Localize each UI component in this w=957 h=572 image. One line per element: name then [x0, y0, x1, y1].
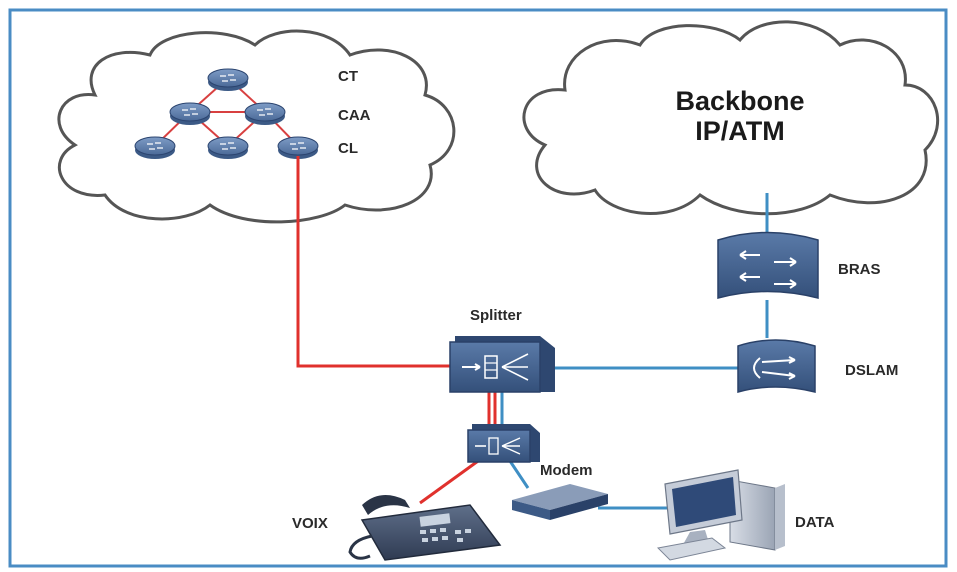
label-bras: BRAS [838, 261, 881, 278]
router-cl-2 [207, 136, 249, 159]
phone-device [348, 495, 502, 561]
label-splitter: Splitter [470, 307, 522, 324]
backbone-title-line2: IP/ATM [695, 116, 785, 146]
label-voix: VOIX [292, 515, 328, 532]
splitter-device [449, 336, 555, 393]
router-caa-left [169, 102, 211, 125]
router-cl-1 [134, 136, 176, 159]
router-ct [207, 68, 249, 91]
bras-device [717, 231, 819, 299]
small-splitter-device [467, 424, 540, 463]
label-modem: Modem [540, 462, 593, 479]
label-data: DATA [795, 514, 835, 531]
router-cl-3 [277, 136, 319, 159]
pc-device [656, 469, 785, 561]
switching-cloud [57, 29, 456, 224]
frame-border [8, 8, 948, 568]
label-caa: CAA [338, 107, 371, 124]
backbone-cloud [522, 20, 940, 216]
data-lines [500, 193, 769, 510]
router-caa-right [244, 102, 286, 125]
dslam-device [737, 339, 816, 393]
backbone-title-line1: Backbone [675, 86, 804, 116]
label-dslam: DSLAM [845, 362, 898, 379]
modem-device [512, 484, 608, 520]
label-cl: CL [338, 140, 358, 157]
voice-lines [296, 156, 497, 505]
label-ct: CT [338, 68, 358, 85]
